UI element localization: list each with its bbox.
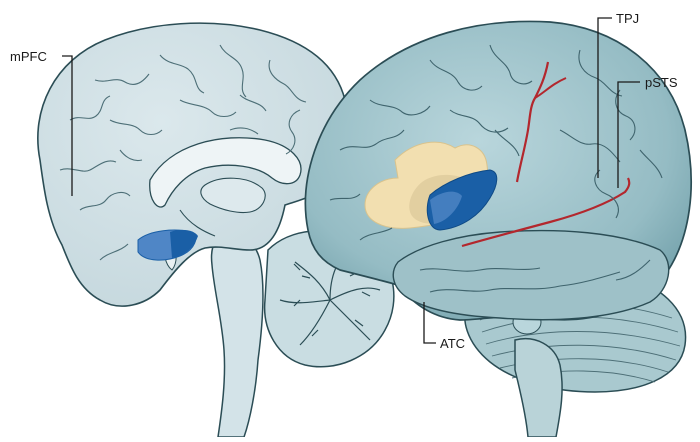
lateral-brain xyxy=(305,21,691,437)
label-tpj: TPJ xyxy=(616,12,639,25)
label-atc: ATC xyxy=(440,337,465,350)
medial-brainstem xyxy=(212,234,264,437)
temporal-lobe xyxy=(393,231,668,320)
label-psts: pSTS xyxy=(645,76,678,89)
lateral-brainstem xyxy=(515,339,562,437)
label-mpfc: mPFC xyxy=(10,50,47,63)
